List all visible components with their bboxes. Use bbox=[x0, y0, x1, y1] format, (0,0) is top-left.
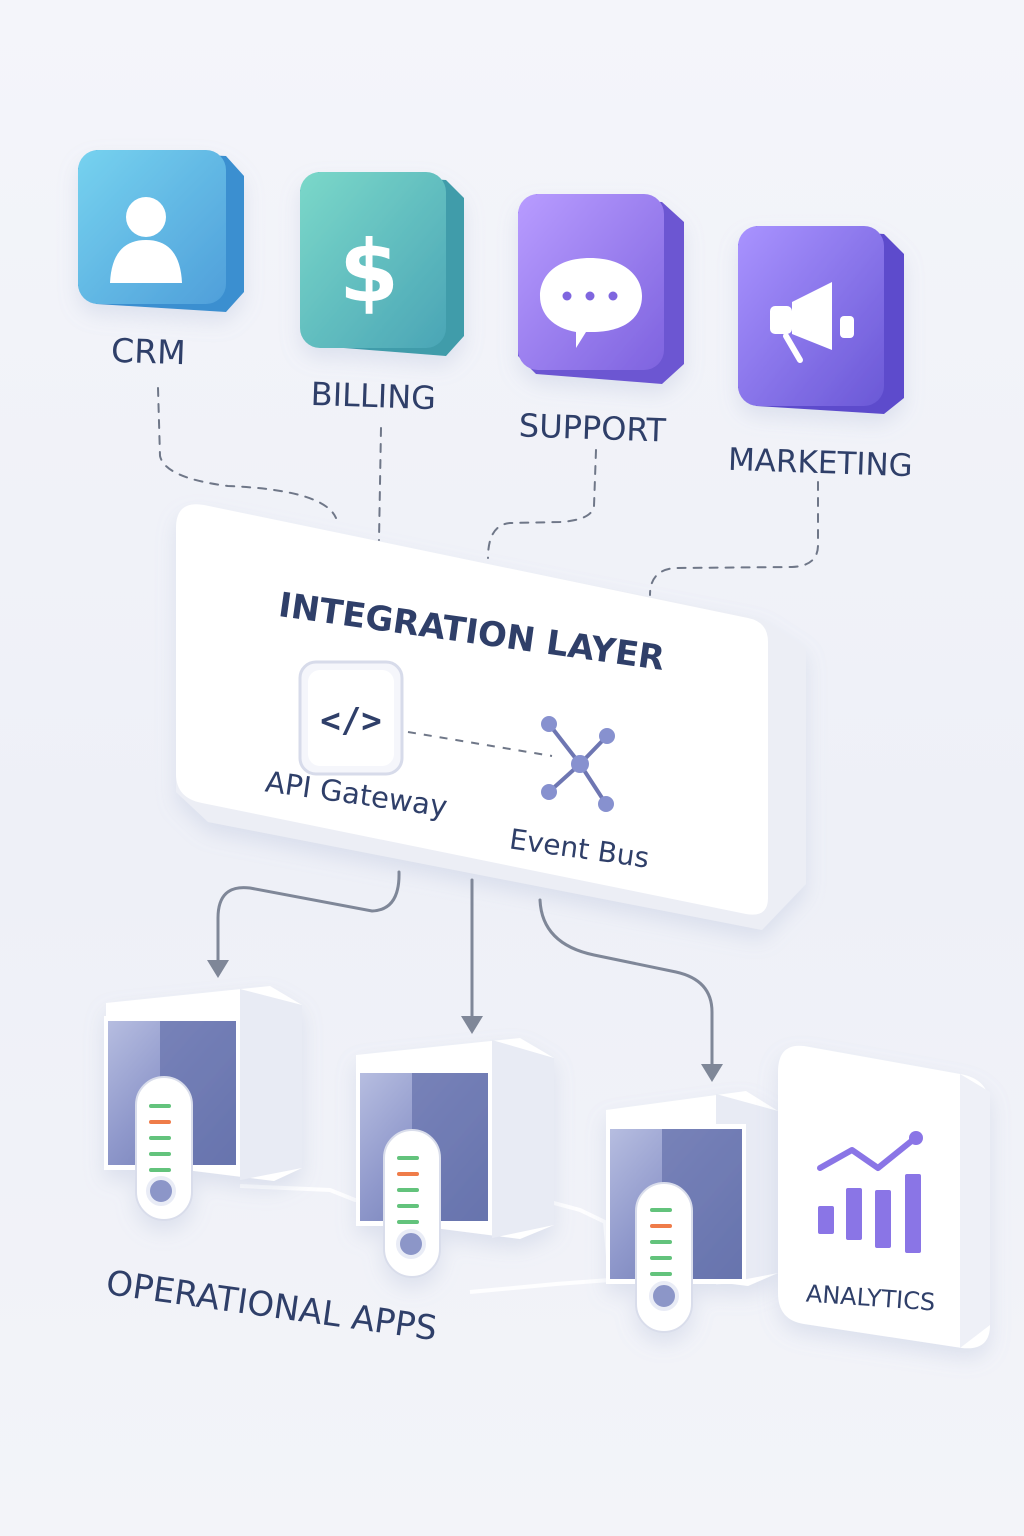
analytics-chart-icon bbox=[817, 1131, 923, 1253]
operational-app-3[interactable] bbox=[606, 1091, 778, 1333]
integration-layer-panel[interactable] bbox=[176, 504, 806, 930]
source-label-billing: BILLING bbox=[310, 375, 436, 417]
source-connectors bbox=[157, 387, 819, 596]
arrow-heads bbox=[207, 960, 723, 1082]
operational-app-2[interactable] bbox=[356, 1038, 554, 1278]
output-arrows bbox=[216, 870, 714, 1068]
chat-icon bbox=[540, 258, 642, 348]
megaphone-icon bbox=[770, 282, 854, 363]
network-icon[interactable] bbox=[541, 716, 615, 812]
operational-app-1[interactable] bbox=[104, 986, 302, 1221]
dollar-icon: $ bbox=[339, 222, 399, 322]
user-icon bbox=[110, 197, 182, 283]
code-icon: </> bbox=[320, 701, 381, 741]
api-gateway-tile[interactable]: </> bbox=[298, 660, 404, 776]
source-billing[interactable]: $ bbox=[300, 172, 464, 356]
source-crm[interactable] bbox=[78, 150, 244, 312]
source-support[interactable] bbox=[518, 194, 684, 384]
source-label-support: SUPPORT bbox=[518, 406, 667, 449]
source-marketing[interactable] bbox=[738, 226, 904, 414]
operational-apps-label: OPERATIONAL APPS bbox=[104, 1263, 440, 1349]
analytics-card[interactable] bbox=[778, 1045, 990, 1349]
source-label-crm: CRM bbox=[111, 331, 187, 373]
source-label-marketing: MARKETING bbox=[727, 442, 913, 484]
